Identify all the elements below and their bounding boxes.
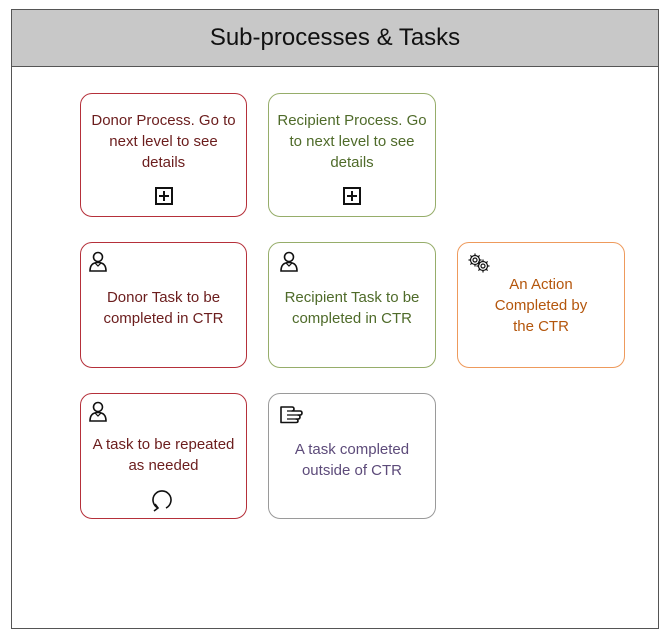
diagram-header: Sub-processes & Tasks [12,10,658,67]
plus-box-icon[interactable] [155,187,173,205]
recipient-process-label: Recipient Process. Go to next level to s… [277,112,427,171]
repeated-task-label: A task to be repeated as needed [92,436,235,474]
ctr-action-card[interactable]: An Action Completed by the CTR [457,242,625,368]
gears-icon [468,253,490,273]
recipient-task-card[interactable]: Recipient Task to be completed in CTR [268,242,436,368]
loop-icon [152,490,172,512]
user-icon [280,251,298,272]
user-icon [89,401,107,422]
repeated-task-card[interactable]: A task to be repeated as needed [80,393,247,519]
manual-task-icon [280,406,303,424]
recipient-task-label: Recipient Task to be completed in CTR [284,289,420,327]
donor-task-card[interactable]: Donor Task to be completed in CTR [80,242,247,368]
donor-task-label: Donor Task to be completed in CTR [103,289,224,327]
ctr-action-label: An Action Completed by the CTR [494,276,588,335]
outside-task-label: A task completed outside of CTR [294,441,410,479]
donor-process-label: Donor Process. Go to next level to see d… [91,112,236,171]
user-icon [89,251,107,272]
plus-box-icon[interactable] [343,187,361,205]
donor-process-card[interactable]: Donor Process. Go to next level to see d… [80,93,247,217]
diagram-title: Sub-processes & Tasks [209,24,461,51]
outside-task-card[interactable]: A task completed outside of CTR [268,393,436,519]
recipient-process-card[interactable]: Recipient Process. Go to next level to s… [268,93,436,217]
